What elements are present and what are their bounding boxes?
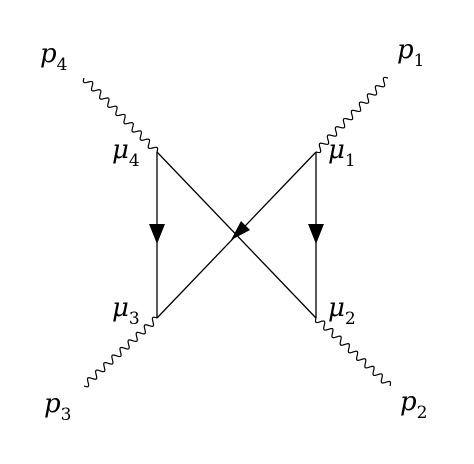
arrow-down-right [308,224,324,244]
photon-line-p1 [315,76,389,154]
label-p1: p1 [397,35,424,71]
photon-line-p3 [83,316,158,388]
label-p2: p2 [400,387,427,423]
arrow-down-left [149,224,165,244]
label-mu1: μ1 [328,135,356,171]
photon-line-p2 [314,317,392,387]
arrow-center [231,221,250,240]
label-p3: p3 [44,389,71,425]
photon-line-p4 [82,77,159,153]
label-p4: p4 [40,39,67,75]
label-mu2: μ2 [328,293,356,329]
label-mu4: μ4 [112,135,140,171]
label-mu3: μ3 [112,293,140,329]
